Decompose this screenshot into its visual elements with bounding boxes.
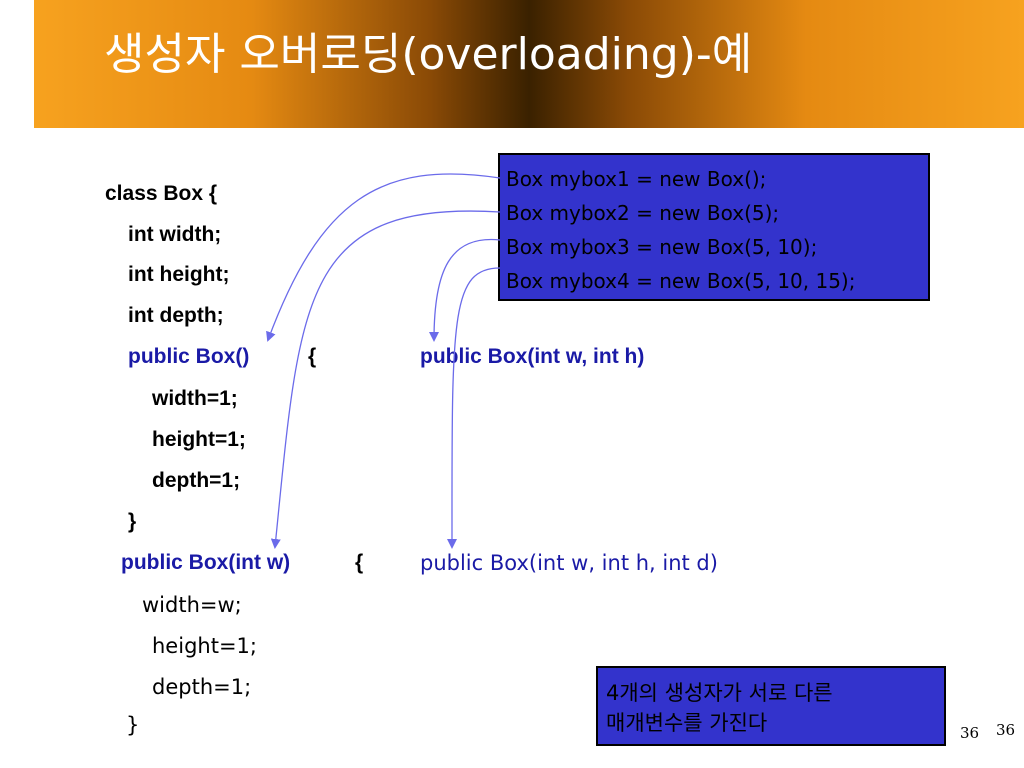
code-field-height: int height; — [128, 263, 230, 286]
code-field-depth: int depth; — [128, 304, 224, 327]
slide-title: 생성자 오버로딩(overloading)-예 — [104, 29, 753, 80]
overloading-note-box — [596, 666, 946, 746]
note-line-2: 매개변수를 가진다 — [606, 711, 768, 735]
callout-line-mybox1: Box mybox1 = new Box(); — [506, 167, 767, 191]
code-field-width: int width; — [128, 223, 222, 246]
object-creation-callout — [498, 153, 930, 301]
arrow-mybox3-to-two-arg-constructor — [429, 238, 501, 342]
code-constructor-one-arg: public Box(int w) — [121, 551, 291, 574]
code-constructor-two-args: public Box(int w, int h) — [420, 345, 645, 368]
code-close-brace-default: } — [128, 510, 137, 533]
code-assign-height-one-arg: height=1; — [152, 634, 257, 658]
code-open-brace-default: { — [308, 345, 317, 368]
page-number: 36 — [960, 724, 980, 742]
code-assign-height-default: height=1; — [152, 428, 246, 451]
arrow-mybox2-to-one-arg-constructor — [270, 210, 501, 549]
code-constructor-three-args: public Box(int w, int h, int d) — [420, 551, 718, 575]
code-assign-width-w: width=w; — [142, 593, 242, 617]
code-class-declaration: class Box { — [105, 182, 218, 205]
code-open-brace-one-arg: { — [355, 551, 364, 574]
code-assign-depth-default: depth=1; — [152, 469, 241, 492]
arrow-mybox4-to-three-arg-constructor — [446, 267, 501, 549]
code-assign-width-default: width=1; — [152, 387, 238, 410]
code-constructor-default: public Box() — [128, 345, 250, 368]
code-assign-depth-one-arg: depth=1; — [152, 675, 252, 699]
title-banner: 생성자 오버로딩(overloading)-예 — [34, 0, 1024, 128]
callout-line-mybox4: Box mybox4 = new Box(5, 10, 15); — [506, 269, 856, 293]
callout-line-mybox3: Box mybox3 = new Box(5, 10); — [506, 235, 818, 259]
callout-line-mybox2: Box mybox2 = new Box(5); — [506, 201, 780, 225]
note-line-1: 4개의 생성자가 서로 다른 — [606, 681, 833, 705]
arrow-mybox1-to-default-constructor — [266, 173, 501, 342]
footer-page-number: 36 — [996, 721, 1016, 739]
code-close-brace-one-arg: } — [126, 713, 140, 737]
